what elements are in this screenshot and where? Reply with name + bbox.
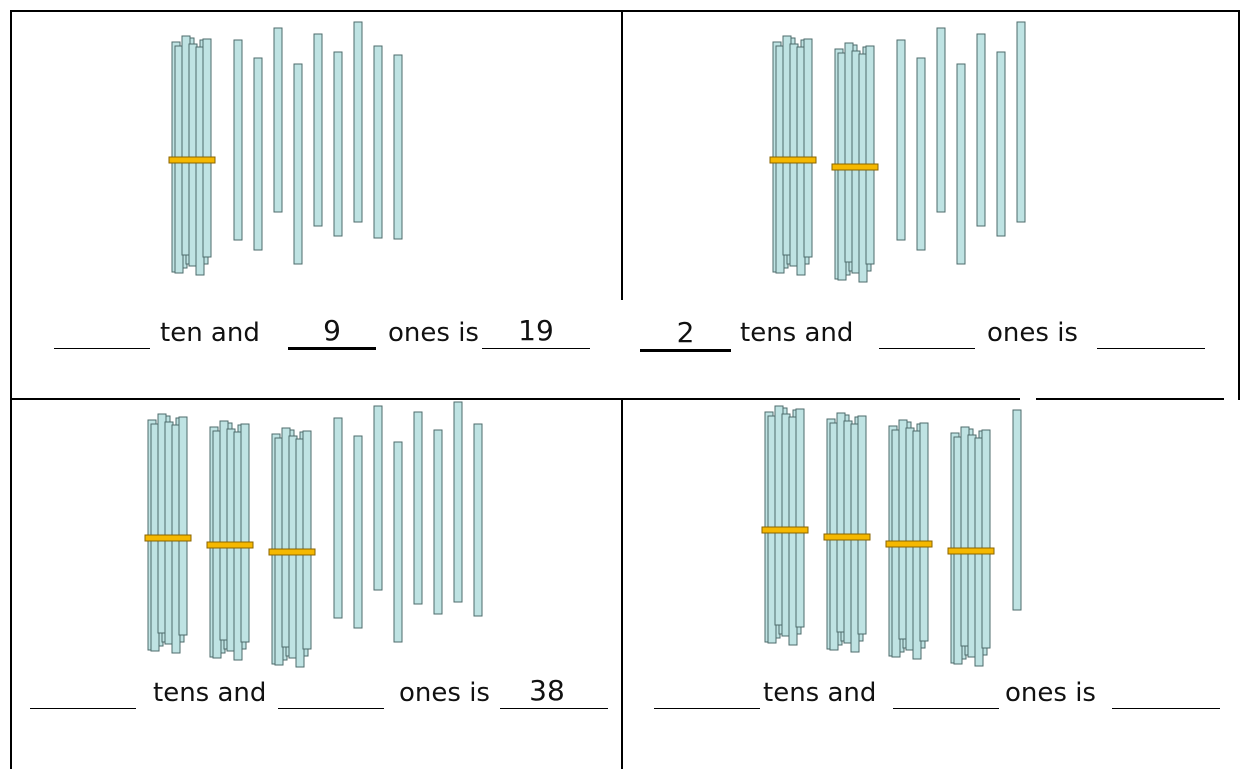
single-stick-icon bbox=[393, 54, 403, 240]
single-stick-icon bbox=[233, 39, 243, 241]
single-stick-icon bbox=[393, 441, 403, 643]
ones-blank[interactable] bbox=[288, 347, 376, 350]
single-stick-icon bbox=[333, 417, 343, 619]
single-stick-icon bbox=[1016, 21, 1026, 223]
total-answer: 38 bbox=[529, 674, 565, 707]
sticks-illustration-2 bbox=[769, 21, 1026, 283]
sticks-illustration-4 bbox=[761, 405, 1022, 667]
total-blank[interactable] bbox=[500, 708, 608, 709]
ones-blank[interactable] bbox=[879, 348, 975, 349]
single-stick-icon bbox=[353, 435, 363, 629]
single-stick-icon bbox=[916, 57, 926, 251]
tens-text: ten and bbox=[160, 318, 260, 348]
ten-bundle-icon bbox=[761, 405, 809, 646]
total-blank[interactable] bbox=[1112, 708, 1220, 709]
ones-text: ones is bbox=[987, 318, 1078, 348]
single-stick-icon bbox=[976, 33, 986, 227]
ones-text: ones is bbox=[399, 678, 490, 708]
ones-blank[interactable] bbox=[278, 708, 384, 709]
border-top bbox=[10, 10, 1240, 12]
border-right bbox=[1238, 10, 1240, 400]
center-divider-top bbox=[621, 10, 623, 300]
ten-bundle-icon bbox=[823, 412, 871, 653]
ten-bundle-icon bbox=[831, 42, 879, 283]
single-stick-icon bbox=[896, 39, 906, 241]
tens-blank[interactable] bbox=[640, 349, 731, 352]
ten-bundle-icon bbox=[144, 413, 192, 654]
tens-blank[interactable] bbox=[54, 348, 150, 349]
sticks-illustration-1 bbox=[168, 21, 403, 276]
single-stick-icon bbox=[373, 405, 383, 591]
ones-text: ones is bbox=[388, 318, 479, 348]
single-stick-icon bbox=[956, 63, 966, 265]
single-stick-icon bbox=[413, 411, 423, 605]
total-blank[interactable] bbox=[482, 348, 590, 349]
ten-bundle-icon bbox=[947, 426, 995, 667]
single-stick-icon bbox=[996, 51, 1006, 237]
tens-text: tens and bbox=[153, 678, 267, 708]
sticks-illustration-3 bbox=[144, 401, 483, 668]
ten-bundle-icon bbox=[769, 35, 817, 276]
ten-bundle-icon bbox=[885, 419, 933, 660]
single-stick-icon bbox=[293, 63, 303, 265]
ten-bundle-icon bbox=[168, 35, 216, 276]
panel-2: 2 tens and ones is bbox=[623, 12, 1238, 398]
tens-blank[interactable] bbox=[30, 708, 136, 709]
tens-text: tens and bbox=[740, 318, 854, 348]
tens-text: tens and bbox=[763, 678, 877, 708]
single-stick-icon bbox=[473, 423, 483, 617]
ones-answer: 9 bbox=[323, 314, 341, 347]
ten-bundle-icon bbox=[268, 427, 316, 668]
ones-blank[interactable] bbox=[893, 708, 999, 709]
single-stick-icon bbox=[333, 51, 343, 237]
total-blank[interactable] bbox=[1097, 348, 1205, 349]
single-stick-icon bbox=[373, 45, 383, 239]
single-stick-icon bbox=[936, 27, 946, 213]
single-stick-icon bbox=[1012, 409, 1022, 611]
middle-rule-right-end bbox=[1036, 398, 1224, 400]
total-answer: 19 bbox=[518, 314, 554, 347]
single-stick-icon bbox=[433, 429, 443, 615]
tens-answer: 2 bbox=[676, 316, 695, 349]
tens-blank[interactable] bbox=[654, 708, 760, 709]
ones-text: ones is bbox=[1005, 678, 1096, 708]
center-divider-bottom bbox=[621, 400, 623, 769]
panel-1: ten and 9 ones is 19 bbox=[12, 12, 621, 398]
panel-4: tens and ones is bbox=[623, 400, 1238, 769]
single-stick-icon bbox=[353, 21, 363, 223]
single-stick-icon bbox=[273, 27, 283, 213]
single-stick-icon bbox=[453, 401, 463, 603]
single-stick-icon bbox=[253, 57, 263, 251]
ten-bundle-icon bbox=[206, 420, 254, 661]
border-left bbox=[10, 10, 12, 769]
single-stick-icon bbox=[313, 33, 323, 227]
middle-rule-right bbox=[623, 398, 1020, 400]
middle-rule-left bbox=[10, 398, 623, 400]
panel-3: tens and ones is 38 bbox=[12, 400, 621, 769]
